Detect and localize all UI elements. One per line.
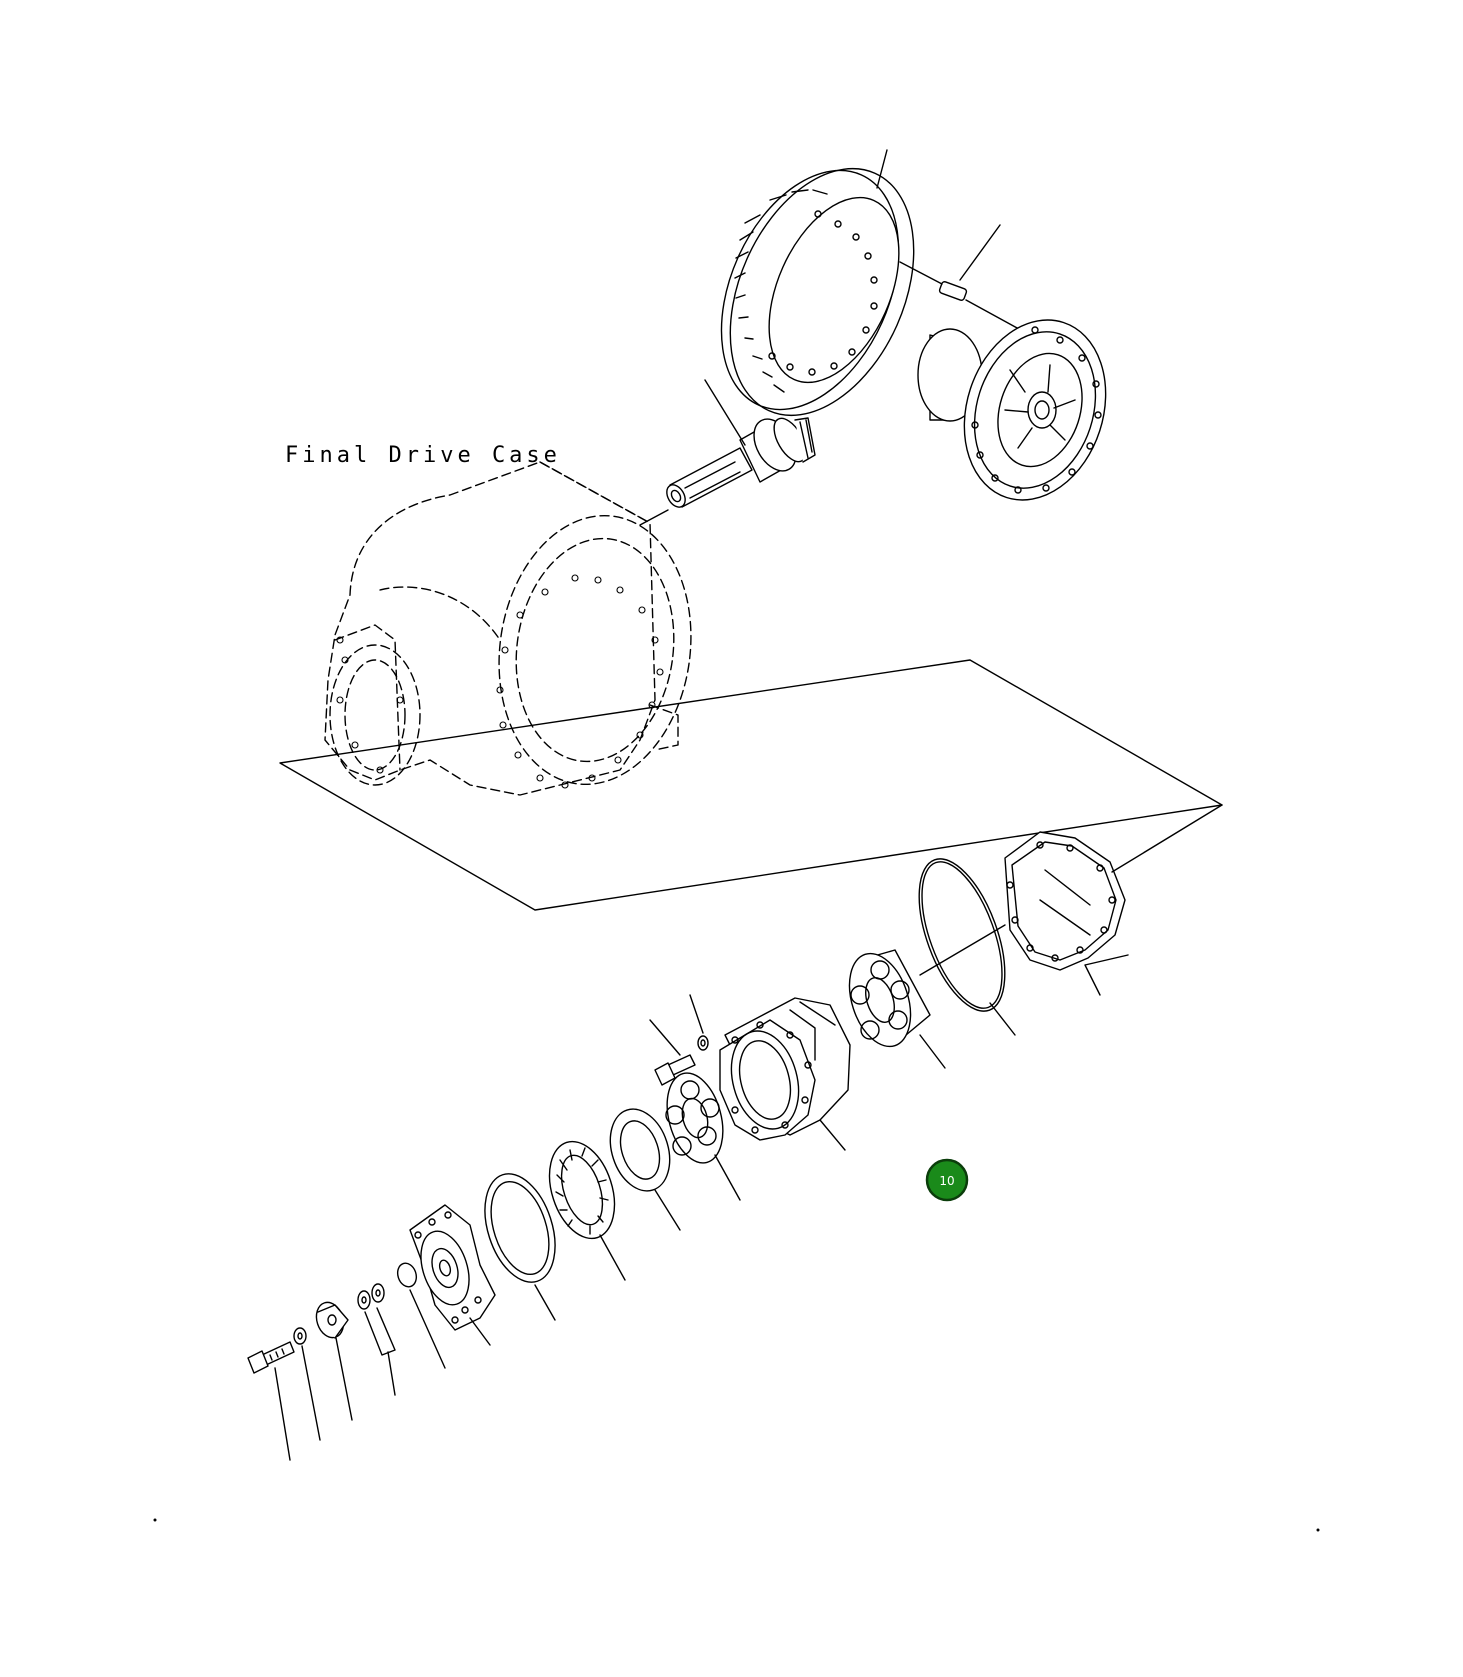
spacer-ring[interactable] <box>600 1101 679 1198</box>
hotspot-number: 10 <box>939 1174 954 1188</box>
leader-line <box>689 994 704 1034</box>
small-o-ring[interactable] <box>395 1261 420 1289</box>
leader-line <box>301 1345 321 1441</box>
guide-line <box>1111 804 1223 873</box>
leader-line <box>364 1307 396 1396</box>
retainer-plate[interactable] <box>312 1299 349 1341</box>
corner-mark <box>153 1518 157 1522</box>
leader-line <box>649 1019 681 1056</box>
case-bolt-holes <box>336 574 664 789</box>
lock-washer[interactable] <box>293 1327 307 1345</box>
bearing-cage[interactable] <box>719 997 851 1141</box>
leader-line <box>704 379 746 446</box>
guide-line <box>639 509 669 526</box>
leader-line <box>654 1189 681 1231</box>
part-hotspot-badge[interactable]: 10 <box>925 1158 969 1202</box>
guide-line <box>899 261 943 285</box>
inner-bearing[interactable] <box>658 1067 732 1169</box>
coupling-cover[interactable] <box>409 1204 496 1331</box>
cage-washer[interactable] <box>697 1035 709 1051</box>
case-label: Final Drive Case <box>285 443 561 468</box>
ring-gear[interactable] <box>687 140 950 444</box>
bearing-cage-flange[interactable] <box>1004 831 1126 971</box>
differential-case[interactable] <box>917 301 1128 518</box>
leader-line <box>409 1289 446 1369</box>
bearing-outer-race[interactable] <box>538 1133 626 1247</box>
corner-mark <box>1316 1528 1320 1532</box>
leader-line <box>469 1317 491 1346</box>
retainer-bolt[interactable] <box>247 1341 295 1374</box>
leader-line <box>819 1119 846 1151</box>
leader-line <box>959 224 1001 281</box>
shim-washers[interactable] <box>357 1283 385 1310</box>
leader-line <box>335 1337 353 1421</box>
tapered-roller-bearing[interactable] <box>839 946 931 1055</box>
thrust-washer[interactable] <box>472 1165 567 1291</box>
pinion-shaft[interactable] <box>663 412 816 511</box>
leader-line <box>274 1367 291 1461</box>
leader-line <box>534 1284 556 1321</box>
leader-line <box>989 1002 1016 1036</box>
dowel-pin[interactable] <box>938 281 968 301</box>
leader-line <box>1084 954 1129 996</box>
o-ring[interactable] <box>902 848 1023 1022</box>
guide-line <box>919 924 1006 976</box>
leader-line <box>599 1234 626 1281</box>
leader-line <box>876 149 888 189</box>
final-drive-case[interactable] <box>324 461 708 797</box>
leader-line <box>919 1034 946 1069</box>
leader-line <box>714 1154 741 1201</box>
